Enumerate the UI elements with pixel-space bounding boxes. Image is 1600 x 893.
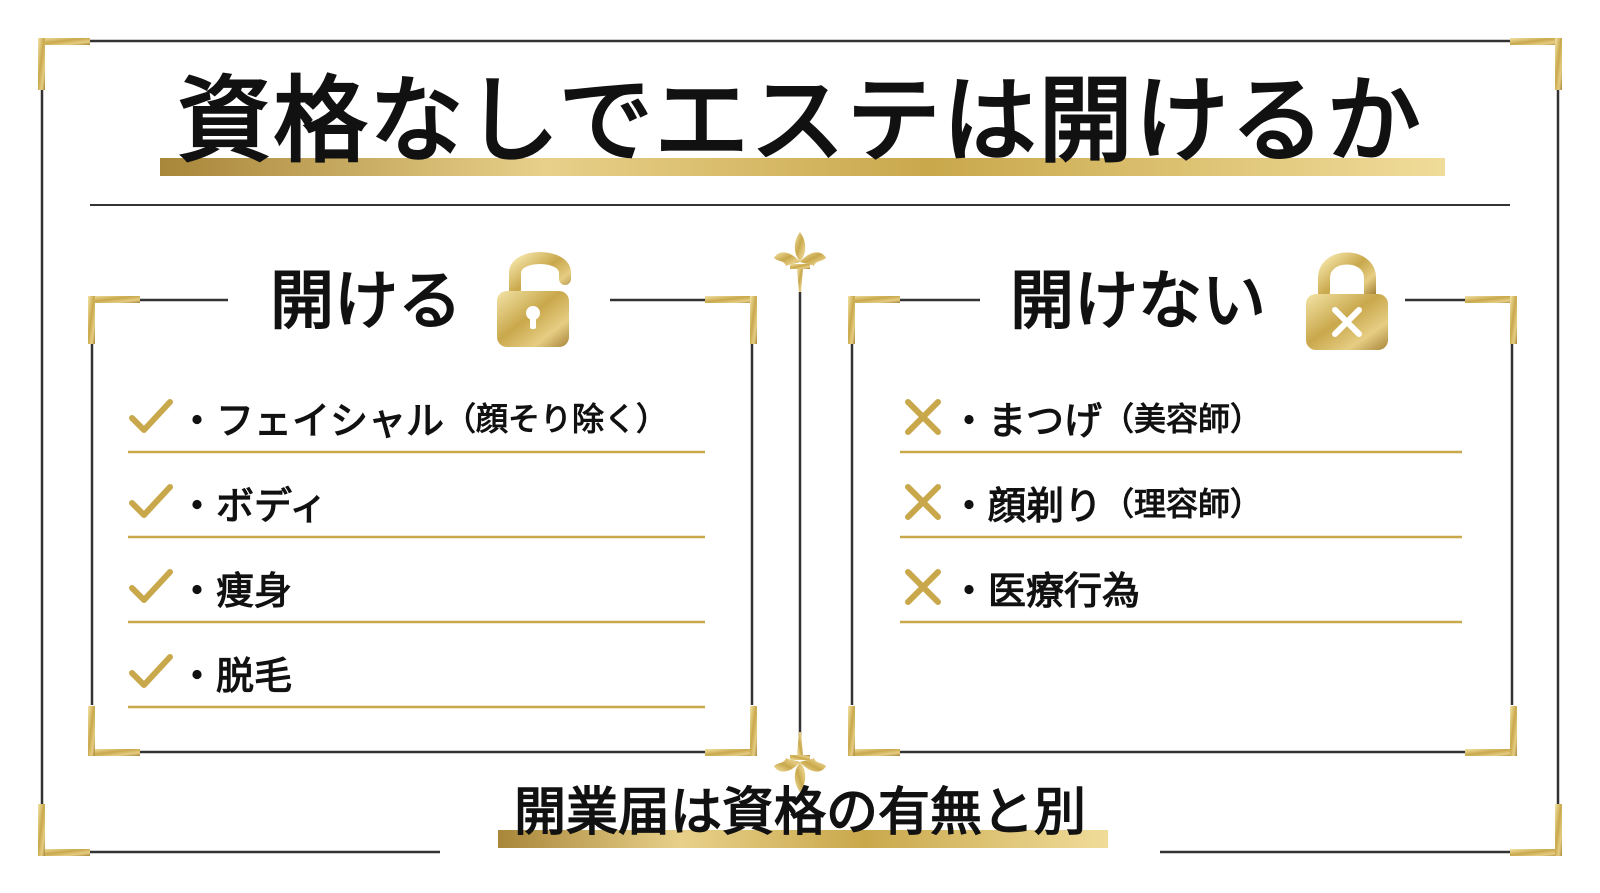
footer-note: 開業届は資格の有無と別 xyxy=(513,783,1086,843)
list-item: ・脱毛 xyxy=(128,647,293,698)
list-item-label: ・脱毛 xyxy=(178,653,293,698)
list-item-label: ・顔剃り xyxy=(950,483,1103,528)
left-item-underlines xyxy=(128,450,705,709)
outer-frame xyxy=(40,39,1560,854)
list-item-label: ・医療行為 xyxy=(950,568,1141,613)
locked-padlock-x-icon xyxy=(1306,252,1388,350)
fleur-ornament-top xyxy=(774,232,826,292)
list-item-label: ・フェイシャル xyxy=(178,398,445,443)
left-panel-heading: 開ける xyxy=(270,265,462,339)
list-item: ・医療行為 xyxy=(900,562,1141,613)
unlocked-padlock-icon xyxy=(497,252,571,347)
list-item: ・フェイシャル（顔そり除く） xyxy=(128,392,669,443)
list-item-label: ・ボディ xyxy=(178,483,328,528)
left-panel-frame xyxy=(90,298,754,754)
title-underline xyxy=(160,158,1445,176)
fleur-ornament-bottom xyxy=(774,732,826,792)
left-panel-gold-corners xyxy=(88,296,757,756)
check-icon xyxy=(129,484,173,518)
list-item-note: （美容師） xyxy=(1102,400,1263,438)
list-item: ・ボディ xyxy=(128,477,328,528)
check-icon xyxy=(129,399,173,433)
list-item-note: （顔そり除く） xyxy=(444,400,669,438)
x-mark-icon xyxy=(905,399,941,435)
right-item-underlines xyxy=(900,450,1462,624)
right-panel-heading: 開けない xyxy=(1010,265,1266,339)
list-item-label: ・まつげ xyxy=(950,398,1103,443)
x-mark-icon xyxy=(905,484,941,520)
page-title: 資格なしでエステは開けるか xyxy=(177,67,1423,176)
right-panel-frame xyxy=(850,298,1514,754)
check-icon xyxy=(129,654,173,688)
list-item-label: ・痩身 xyxy=(178,568,293,613)
outer-gold-corners xyxy=(38,38,1562,856)
list-item: ・顔剃り（理容師） xyxy=(900,477,1263,528)
list-item-note: （理容師） xyxy=(1102,485,1263,523)
list-item: ・まつげ（美容師） xyxy=(900,392,1263,443)
list-item: ・痩身 xyxy=(128,562,293,613)
x-mark-icon xyxy=(905,569,941,605)
check-icon xyxy=(129,569,173,603)
right-panel-gold-corners xyxy=(848,296,1517,756)
footer-underline xyxy=(498,830,1108,848)
